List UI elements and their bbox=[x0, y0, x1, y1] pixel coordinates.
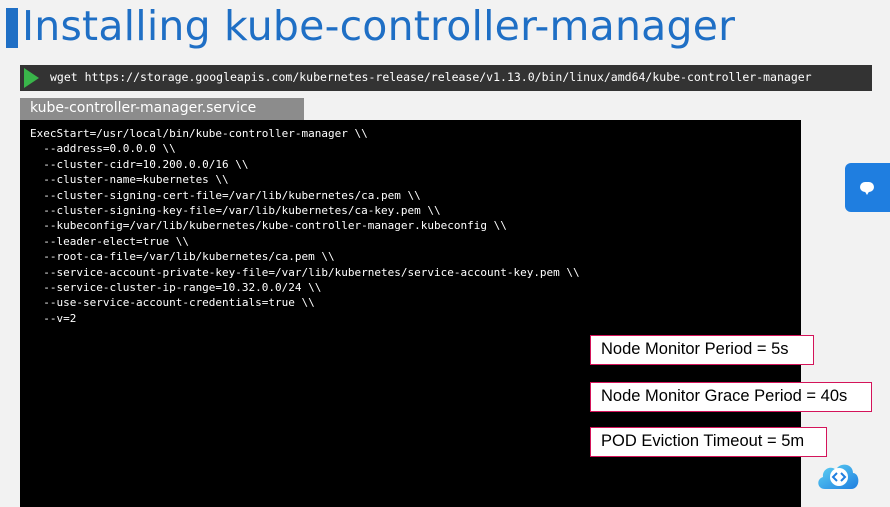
code-line: --cluster-signing-key-file=/var/lib/kube… bbox=[30, 204, 441, 218]
code-line: --service-account-private-key-file=/var/… bbox=[30, 265, 580, 279]
file-tab-label: kube-controller-manager.service bbox=[30, 100, 257, 116]
slide-title: Installing kube-controller-manager bbox=[22, 2, 736, 50]
callout-node-monitor-period: Node Monitor Period = 5s bbox=[590, 335, 814, 365]
chat-bubble-icon bbox=[860, 182, 874, 195]
title-accent-bar bbox=[6, 8, 18, 48]
code-line: ExecStart=/usr/local/bin/kube-controller… bbox=[30, 127, 368, 140]
callout-pod-eviction-timeout: POD Eviction Timeout = 5m bbox=[590, 427, 827, 457]
cloud-code-logo-icon bbox=[815, 457, 861, 493]
code-line: --service-cluster-ip-range=10.32.0.0/24 … bbox=[30, 281, 322, 295]
feedback-side-tab[interactable] bbox=[845, 163, 890, 212]
code-line: --root-ca-file=/var/lib/kubernetes/ca.pe… bbox=[30, 250, 335, 264]
command-bar: wget https://storage.googleapis.com/kube… bbox=[20, 65, 872, 91]
play-icon[interactable] bbox=[24, 68, 39, 88]
terminal-panel: ExecStart=/usr/local/bin/kube-controller… bbox=[20, 120, 801, 507]
code-line: --cluster-cidr=10.200.0.0/16 \\ bbox=[30, 157, 249, 171]
code-line: --leader-elect=true \\ bbox=[30, 234, 189, 248]
code-line: --use-service-account-credentials=true \… bbox=[30, 296, 315, 310]
callout-node-monitor-grace-period: Node Monitor Grace Period = 40s bbox=[590, 382, 872, 412]
code-line: --cluster-signing-cert-file=/var/lib/kub… bbox=[30, 188, 421, 202]
file-tab[interactable]: kube-controller-manager.service bbox=[20, 98, 304, 120]
code-line: --kubeconfig=/var/lib/kubernetes/kube-co… bbox=[30, 219, 507, 233]
command-text: wget https://storage.googleapis.com/kube… bbox=[50, 70, 812, 84]
code-line: --address=0.0.0.0 \\ bbox=[30, 142, 176, 156]
code-line: --v=2 bbox=[30, 311, 77, 325]
code-line: --cluster-name=kubernetes \\ bbox=[30, 173, 229, 187]
code-block: ExecStart=/usr/local/bin/kube-controller… bbox=[30, 126, 580, 326]
